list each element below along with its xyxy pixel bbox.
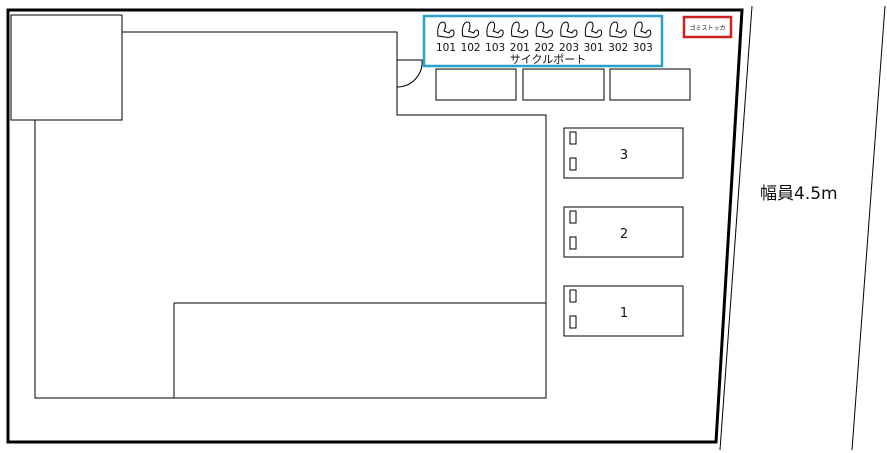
parking-space-number: 1 (620, 306, 628, 321)
bicycle-slot: 101 (436, 21, 456, 54)
bicycle-slot-number: 302 (608, 42, 628, 54)
bicycle-port-label: サイクルポート (510, 53, 586, 66)
parking-space-number: 3 (620, 148, 628, 163)
corner-block (10, 14, 123, 121)
bicycle-slot: 201 (510, 21, 530, 54)
parking-area: 3 2 1 (563, 127, 684, 337)
parking-space-outline (563, 206, 684, 258)
bicycle-slot: 203 (559, 21, 579, 54)
bicycle-port (422, 14, 664, 68)
bicycle-slot: 202 (534, 21, 554, 54)
road-edge-left (719, 5, 753, 451)
bicycle-icon (584, 21, 603, 38)
wheel-stop (569, 289, 577, 303)
bicycle-slot: 102 (461, 21, 481, 54)
bicycle-slot: 303 (633, 21, 653, 54)
bicycle-slot: 302 (608, 21, 628, 54)
bicycle-icon (437, 21, 455, 38)
wheel-stop (569, 315, 577, 329)
garbage-station-label: ゴミストッカ (689, 24, 725, 32)
bicycle-slot-number: 201 (510, 42, 530, 54)
bicycle-icon (560, 21, 578, 38)
bicycle-slot-number: 301 (584, 42, 604, 54)
bicycle-slot-number: 102 (461, 42, 481, 54)
site-boundary (6, 8, 744, 444)
storage-box (522, 68, 605, 101)
door-swing (396, 59, 423, 88)
bicycle-icon (461, 21, 480, 38)
bicycle-icon (511, 21, 529, 38)
road-edge-right (851, 5, 886, 451)
road-width-label: 幅員4.5m (760, 184, 838, 204)
parking-space: 2 (563, 206, 684, 258)
bicycle-icon (486, 21, 504, 38)
parking-space-outline (563, 127, 684, 179)
storage-box (609, 68, 691, 101)
parking-space-outline (563, 285, 684, 337)
garbage-station (682, 15, 733, 39)
wheel-stop (569, 210, 577, 224)
bicycle-slot-number: 103 (485, 42, 505, 54)
bicycle-slot: 103 (485, 21, 505, 54)
bicycle-slot-number: 101 (436, 42, 456, 54)
bicycle-slot-number: 202 (534, 42, 554, 54)
bicycle-slot: 301 (584, 21, 604, 54)
parking-space-number: 2 (620, 227, 628, 242)
parking-space: 3 (563, 127, 684, 179)
bicycle-icon (634, 21, 652, 38)
bicycle-icon (609, 21, 627, 38)
bicycle-icon (535, 21, 553, 38)
building-outline (34, 31, 547, 399)
wheel-stop (569, 157, 577, 171)
bicycle-slot-number: 203 (559, 42, 579, 54)
wheel-stop (569, 236, 577, 250)
bicycle-slot-number: 303 (633, 42, 653, 54)
wheel-stop (569, 131, 577, 145)
storage-box (435, 68, 517, 101)
bicycle-slots: 101 102 103 201 202 203 301 302 303 (436, 21, 653, 54)
parking-space: 1 (563, 285, 684, 337)
